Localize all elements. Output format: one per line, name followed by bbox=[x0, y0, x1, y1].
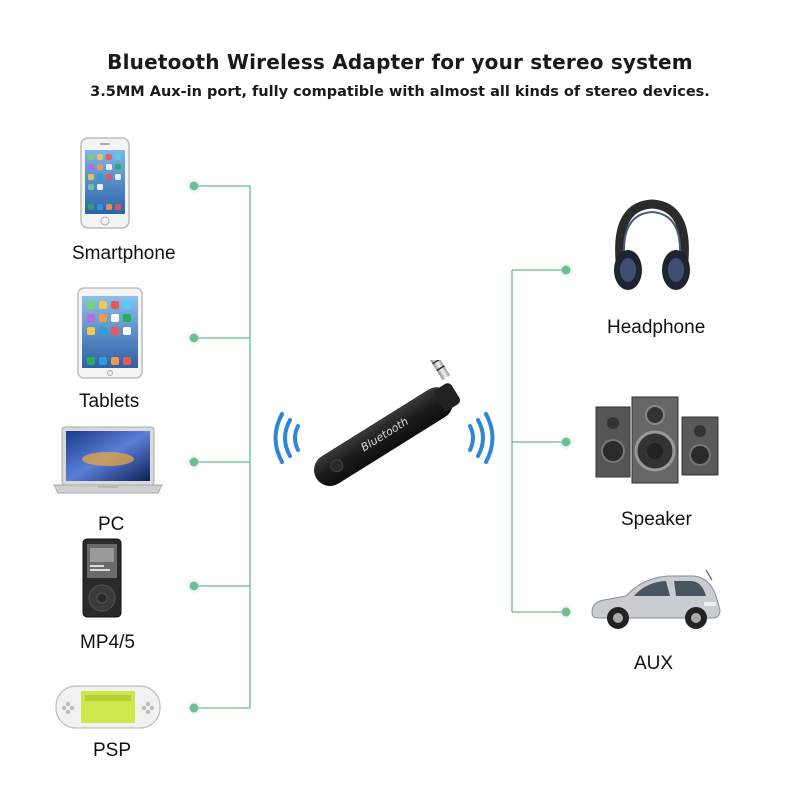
connector-dot bbox=[189, 581, 199, 591]
signal-waves-left-icon bbox=[270, 360, 310, 475]
connector-dot bbox=[561, 607, 571, 617]
connector-dot bbox=[189, 333, 199, 343]
mp4-player-icon bbox=[82, 538, 122, 623]
connector-dot bbox=[189, 457, 199, 467]
output-label-aux: AUX bbox=[634, 653, 674, 674]
connector-dot bbox=[189, 181, 199, 191]
car-icon bbox=[586, 568, 724, 639]
connector-dot bbox=[561, 265, 571, 275]
speaker-icon bbox=[592, 395, 722, 492]
psp-console-icon bbox=[55, 683, 161, 736]
smartphone-icon bbox=[80, 137, 130, 234]
signal-waves-right-icon bbox=[458, 360, 498, 475]
source-label-psp: PSP bbox=[93, 740, 132, 761]
source-label-pc: PC bbox=[98, 514, 125, 535]
output-label-headphone: Headphone bbox=[607, 317, 706, 338]
laptop-icon bbox=[52, 425, 164, 502]
headphone-icon bbox=[610, 198, 694, 303]
output-label-speaker: Speaker bbox=[621, 509, 692, 530]
connector-dot bbox=[561, 437, 571, 447]
source-label-mp4: MP4/5 bbox=[80, 632, 135, 653]
connector-dot bbox=[189, 703, 199, 713]
source-label-smartphone: Smartphone bbox=[72, 243, 176, 264]
page-subtitle: 3.5MM Aux-in port, fully compatible with… bbox=[90, 84, 710, 100]
source-label-tablets: Tablets bbox=[79, 391, 140, 412]
page-title: Bluetooth Wireless Adapter for your ster… bbox=[107, 50, 693, 74]
tablet-icon bbox=[77, 287, 143, 384]
